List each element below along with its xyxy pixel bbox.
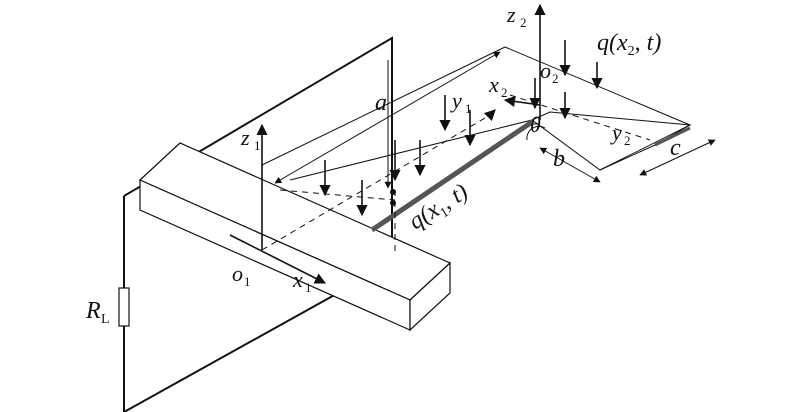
- label-RL: R: [85, 298, 101, 324]
- label-z1-sub: 1: [254, 138, 261, 153]
- label-z2: z: [506, 2, 516, 27]
- label-o1: o: [232, 261, 243, 286]
- label-b: b: [553, 146, 565, 172]
- label-o2: o: [540, 58, 551, 83]
- label-y2-sub: 2: [624, 133, 631, 148]
- label-q2-sub: 2: [628, 44, 635, 59]
- label-z2-sub: 2: [520, 15, 527, 30]
- point-markers: [390, 189, 396, 206]
- label-RL-sub: L: [101, 312, 110, 327]
- label-q2-main: q(x: [597, 30, 628, 56]
- label-x2: x: [488, 72, 499, 97]
- label-z1: z: [240, 125, 250, 150]
- clamp-block: [138, 142, 452, 332]
- label-x1-sub: 1: [305, 280, 312, 295]
- label-a: a: [375, 90, 387, 116]
- label-o1-sub: 1: [244, 274, 251, 289]
- dimension-lines: [274, 51, 716, 189]
- label-x1: x: [292, 267, 303, 292]
- load-resistor: [118, 287, 130, 327]
- load-arrows: [319, 40, 603, 217]
- label-q2: q(x2, t): [597, 30, 661, 59]
- label-theta: θ: [530, 112, 541, 137]
- label-c: c: [670, 135, 681, 161]
- label-y1: y: [450, 88, 462, 113]
- label-q1: q(x1, t): [404, 179, 474, 238]
- label-y2: y: [610, 120, 622, 145]
- label-o2-sub: 2: [552, 71, 559, 86]
- label-x2-sub: 2: [501, 85, 508, 100]
- theta-arc: [526, 125, 546, 141]
- label-q2-end: , t): [635, 30, 662, 56]
- label-y1-sub: 1: [465, 101, 472, 116]
